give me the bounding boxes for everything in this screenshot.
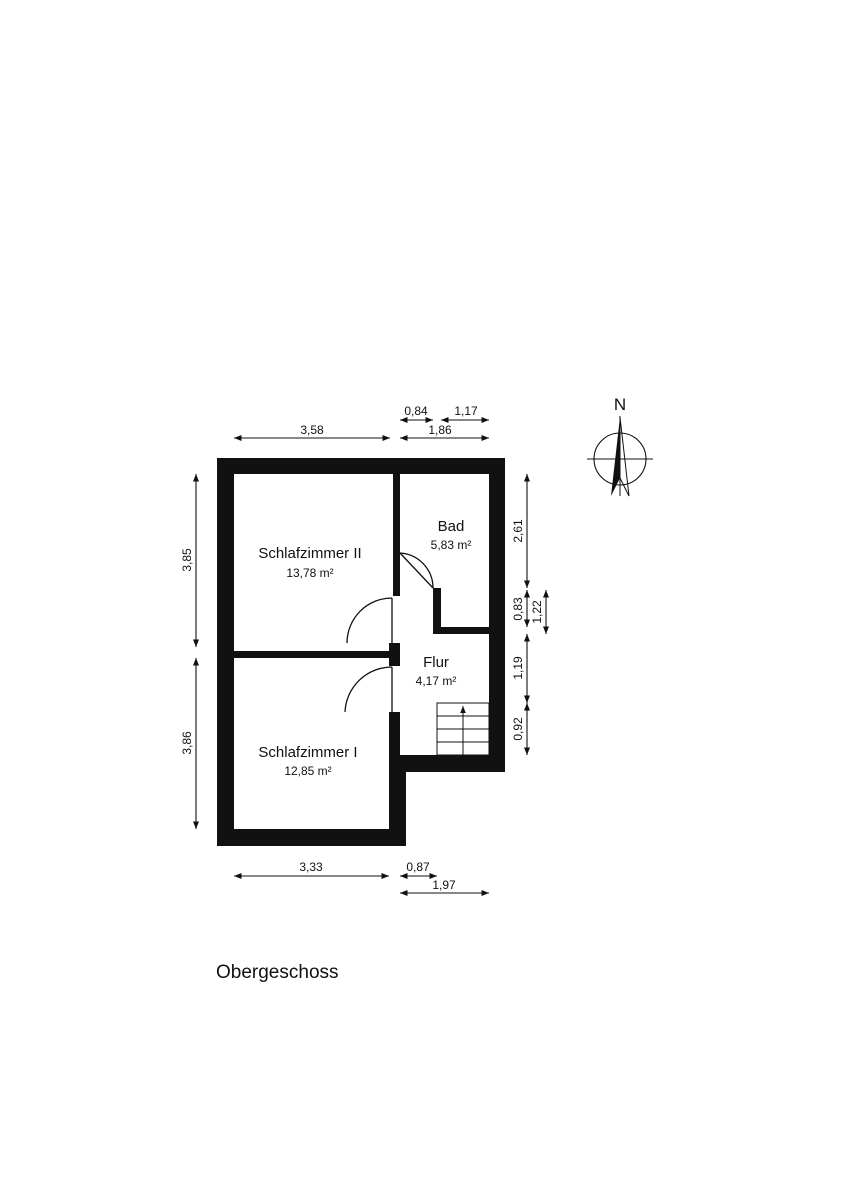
room-name: Schlafzimmer II [258, 545, 361, 562]
wall-bedroom2-bath [393, 474, 400, 596]
room-labels: Schlafzimmer II 13,78 m² Bad 5,83 m² Flu… [258, 518, 471, 778]
room-name: Schlafzimmer I [258, 744, 357, 761]
room-area: 12,85 m² [284, 764, 331, 778]
wall-right [489, 458, 505, 772]
wall-hall-upper [389, 643, 400, 666]
door-bedroom2 [346, 597, 393, 644]
dim-bottom-3-33: 3,33 [299, 860, 323, 874]
room-area: 13,78 m² [286, 566, 333, 580]
dim-left-3-86: 3,86 [180, 731, 194, 755]
north-label: N [614, 395, 626, 414]
dimension-labels: 3,58 0,84 1,17 1,86 3,85 3,86 2,61 0,83 … [180, 404, 544, 892]
wall-notch-vertical [389, 755, 406, 846]
wall-bottom-right [389, 755, 505, 772]
dim-right-0-83: 0,83 [511, 597, 525, 621]
dim-right-2-61: 2,61 [511, 519, 525, 543]
dim-left-3-85: 3,85 [180, 548, 194, 572]
dim-bottom-0-87: 0,87 [406, 860, 430, 874]
dim-bottom-1-97: 1,97 [432, 878, 456, 892]
wall-bath-stub [433, 588, 441, 632]
dimension-lines [192, 416, 550, 897]
room-name: Bad [438, 518, 465, 535]
dim-top-1-17: 1,17 [454, 404, 478, 418]
dim-top-3-58: 3,58 [300, 423, 324, 437]
room-area: 4,17 m² [416, 674, 457, 688]
wall-bottom-left [217, 829, 406, 846]
door-bedroom1 [344, 666, 393, 713]
dim-right-0-92: 0,92 [511, 717, 525, 741]
room-area: 5,83 m² [431, 538, 472, 552]
wall-top [217, 458, 505, 474]
dim-top-0-84: 0,84 [404, 404, 428, 418]
north-arrow-icon: N [587, 395, 653, 497]
dim-right-1-19: 1,19 [511, 656, 525, 680]
doors [344, 552, 434, 713]
walls [217, 458, 505, 846]
dim-top-1-86: 1,86 [428, 423, 452, 437]
wall-hall-lower [389, 712, 400, 772]
wall-between-bedrooms [234, 651, 389, 658]
wall-bath-bottom [433, 627, 489, 634]
room-name: Flur [423, 654, 449, 671]
floor-title: Obergeschoss [216, 962, 339, 983]
staircase [436, 702, 490, 756]
door-bath [399, 552, 434, 589]
wall-left [217, 458, 234, 846]
dim-right-1-22: 1,22 [530, 600, 544, 624]
